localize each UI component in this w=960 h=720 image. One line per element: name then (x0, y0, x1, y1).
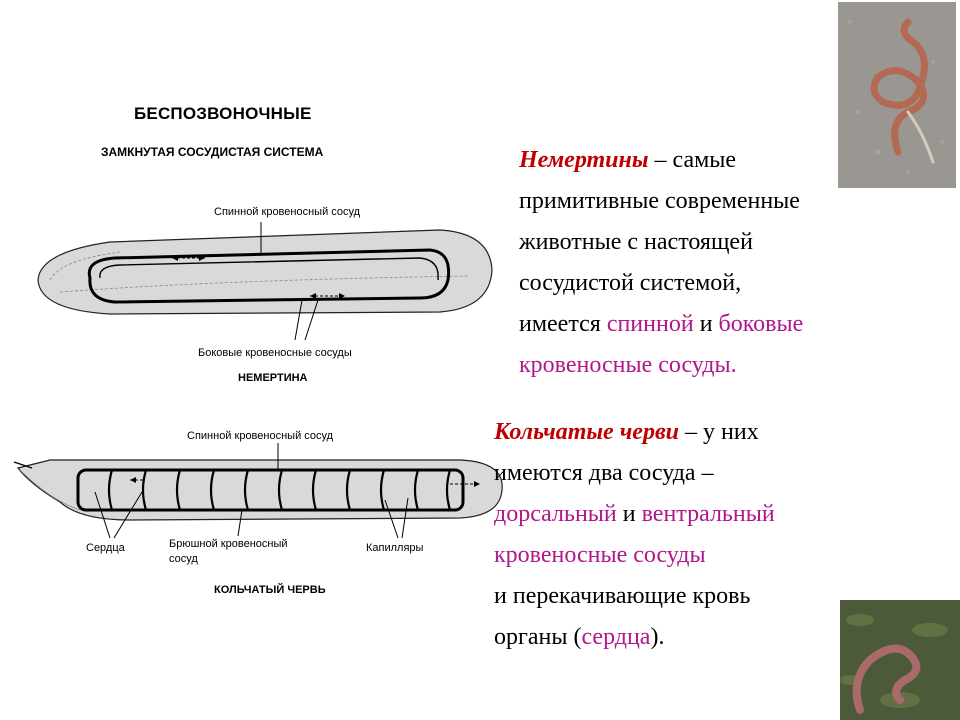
dorsal-vessel-highlight: дорсальный (494, 501, 617, 527)
hearts-highlight: сердца (581, 624, 651, 650)
dorsal-highlight: спинной (606, 311, 694, 337)
nemertine-dorsal-label: Спинной кровеносный сосуд (214, 206, 361, 218)
lateral-highlight: боковые (718, 311, 804, 337)
nemertine-photo (838, 2, 956, 188)
nemertine-line-2: примитивные современные (519, 188, 800, 214)
annelid-ventral-label-line2: сосуд (169, 553, 198, 565)
annelid-dorsal-label: Спинной кровеносный сосуд (187, 430, 334, 442)
annelid-line-6c: ). (650, 624, 665, 650)
diagram-subtitle: ЗАМКНУТАЯ СОСУДИСТАЯ СИСТЕМА (101, 145, 324, 159)
annelid-diagram (13, 443, 503, 539)
nemertine-line-3: животные с настоящей (519, 229, 753, 255)
nemertine-lateral-label: Боковые кровеносные сосуды (198, 347, 352, 359)
nemertine-line-1: Немертины – самые (519, 140, 849, 181)
annelid-hearts-label: Сердца (86, 542, 125, 554)
annelid-description: Кольчатые черви – у них имеются два сосу… (494, 412, 844, 658)
nemertine-line-5a: имеется (519, 311, 607, 337)
annelid-caption: КОЛЬЧАТЫЙ ЧЕРВЬ (214, 584, 326, 596)
nemertine-description: Немертины – самые примитивные современны… (519, 140, 849, 386)
nemertine-line-6: кровеносные сосуды. (519, 352, 737, 378)
annelid-vessel-frame (76, 468, 465, 512)
annelid-line-3: дорсальный и вентральный (494, 494, 844, 535)
annelid-line-4: кровеносные сосуды (494, 542, 706, 568)
annelid-capillaries-label: Капилляры (366, 542, 424, 554)
diagram-title: БЕСПОЗВОНОЧНЫЕ (134, 104, 312, 123)
nemertine-line-1-rest: – самые (648, 147, 737, 173)
nemertine-caption: НЕМЕРТИНА (238, 372, 308, 384)
annelid-line-5: и перекачивающие кровь (494, 583, 751, 609)
nemertine-vessel-loop (87, 248, 451, 304)
nemertine-diagram (37, 222, 493, 340)
annelid-term: Кольчатые черви (494, 419, 680, 445)
ventral-vessel-highlight: вентральный (641, 501, 775, 527)
nemertine-line-5c: и (693, 311, 719, 337)
earthworm-photo (840, 600, 960, 720)
annelid-line-6a: органы ( (494, 624, 582, 650)
nemertine-line-4: сосудистой системой, (519, 270, 742, 296)
nemertine-term: Немертины (519, 147, 649, 173)
annelid-body (16, 459, 503, 521)
nemertine-line-5: имеется спинной и боковые (519, 304, 849, 345)
annelid-line-6: органы (сердца). (494, 617, 844, 658)
annelid-line-1: Кольчатые черви – у них (494, 412, 844, 453)
annelid-line-2: имеются два сосуда – (494, 460, 714, 486)
annelid-line-3b: и (616, 501, 642, 527)
annelid-ventral-label-line1: Брюшной кровеносный (169, 538, 288, 550)
annelid-line-1-rest: – у них (679, 419, 759, 445)
